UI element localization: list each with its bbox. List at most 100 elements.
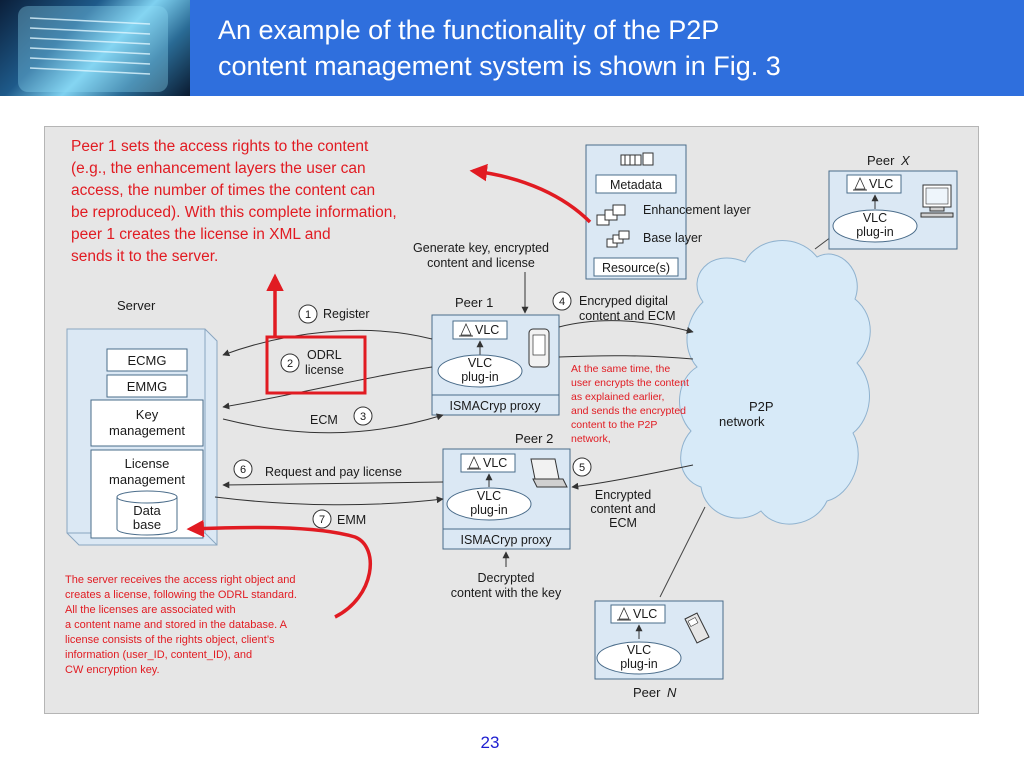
key-management-box bbox=[90, 399, 204, 447]
red-arrow-to-database bbox=[186, 519, 373, 619]
peer-x-suffix: X bbox=[900, 153, 911, 168]
resources-panel bbox=[585, 144, 687, 280]
note-server-line-5: license consists of the rights object, c… bbox=[65, 634, 275, 646]
step-6-label: Request and pay license bbox=[265, 465, 402, 479]
step-2-label-1: ODRL bbox=[307, 348, 342, 362]
step-1-label: Register bbox=[323, 307, 370, 321]
laptop-icon bbox=[530, 458, 568, 488]
diagram-figure: P2P network Server ECMG EMMG Key managem… bbox=[44, 126, 979, 714]
slide-title-line-1: An example of the functionality of the P… bbox=[218, 15, 720, 45]
peer-n-vlc-plugin-label-2: plug-in bbox=[620, 657, 658, 671]
arrow-encrypted-content bbox=[558, 320, 694, 334]
peer-1-vlc-plugin bbox=[437, 354, 523, 388]
peer-2-proxy-label: ISMACryp proxy bbox=[461, 533, 553, 547]
peer-x-vlc-plugin bbox=[832, 209, 918, 243]
database-icon bbox=[116, 490, 178, 536]
note-peer1-line-1: Peer 1 sets the access rights to the con… bbox=[71, 138, 369, 155]
note-peer1-line-3: access, the number of times the content … bbox=[71, 182, 375, 199]
step-7-label: EMM bbox=[337, 513, 366, 527]
vlc-cone-icon bbox=[467, 456, 481, 470]
peer-n-vlc-label: VLC bbox=[633, 607, 657, 621]
arrow-request-license bbox=[222, 481, 444, 489]
pda-icon bbox=[528, 328, 550, 368]
peer-2-vlc-plugin bbox=[446, 487, 532, 521]
peer-1-proxy-box bbox=[431, 394, 560, 416]
note-peer1-line-2: (e.g., the enhancement layers the user c… bbox=[71, 160, 366, 177]
peer-x-label: Peer bbox=[867, 153, 895, 168]
note-server-line-2: creates a license, following the ODRL st… bbox=[65, 589, 297, 601]
step-5-number: 5 bbox=[579, 462, 585, 474]
note-same-time-line-2: user encrypts the content bbox=[571, 377, 689, 389]
red-annotations: Peer 1 sets the access rights to the con… bbox=[65, 138, 689, 676]
ecmg-label: ECMG bbox=[128, 353, 167, 368]
peer-n-label: Peer bbox=[633, 685, 661, 700]
red-arrow-to-peer1-note bbox=[469, 163, 592, 224]
emmg-label: EMMG bbox=[127, 379, 167, 394]
peer-2-proxy-box bbox=[442, 528, 571, 550]
note-same-time-line-6: network, bbox=[571, 433, 611, 445]
peer-x-vlc-plugin-label-2: plug-in bbox=[856, 225, 894, 239]
note-same-time-line-4: and sends the encrypted bbox=[571, 405, 686, 417]
note-same-time-line-1: At the same time, the bbox=[571, 363, 670, 375]
note-peer1-line-4: be reproduced). With this complete infor… bbox=[71, 204, 397, 221]
vlc-cone-icon bbox=[459, 323, 473, 337]
server-label: Server bbox=[117, 298, 156, 313]
enhancement-layer-label: Enhancement layer bbox=[643, 203, 751, 217]
step-5-label-1: Encrypted bbox=[595, 488, 651, 502]
peer-x-vlc-label: VLC bbox=[869, 177, 893, 191]
p2p-network-cloud: P2P network bbox=[679, 240, 871, 525]
header-monitor-photo-icon bbox=[0, 0, 190, 96]
key-management-label-1: Key bbox=[136, 407, 159, 422]
arrow-register bbox=[222, 329, 433, 357]
step-4-number: 4 bbox=[559, 296, 565, 308]
decrypted-label-2: content with the key bbox=[451, 586, 562, 600]
note-peer1-line-6: sends it to the server. bbox=[71, 248, 218, 265]
emmg-box bbox=[106, 374, 188, 398]
license-management-label-1: License bbox=[125, 456, 170, 471]
base-layer-label: Base layer bbox=[643, 231, 702, 245]
enhancement-layer-icon bbox=[596, 204, 626, 226]
arrow-peer1-cloud-return bbox=[558, 355, 694, 360]
database-label-2: base bbox=[133, 517, 161, 532]
step-labels: 1 Register 2 ODRL license ECM 3 4 Encryp… bbox=[233, 291, 676, 600]
step-7-number: 7 bbox=[319, 514, 325, 526]
arrow-encrypted-to-peer2 bbox=[571, 464, 694, 490]
p2p-network-label-2: network bbox=[719, 414, 765, 429]
generate-key-label-1: Generate key, encrypted bbox=[413, 241, 549, 255]
odrl-highlight-box bbox=[265, 335, 367, 395]
step-4-label-2: content and ECM bbox=[579, 309, 676, 323]
arrow-odrl-license bbox=[222, 366, 433, 410]
note-server-line-1: The server receives the access right obj… bbox=[65, 574, 296, 586]
slide-title-line-2: content management system is shown in Fi… bbox=[218, 51, 781, 81]
peer-2-label: Peer 2 bbox=[515, 431, 553, 446]
peer-1-vlc-plugin-label-2: plug-in bbox=[461, 370, 499, 384]
step-3-label: ECM bbox=[310, 413, 338, 427]
peer-2-vlc-plugin-label-2: plug-in bbox=[470, 503, 508, 517]
step-2-number: 2 bbox=[287, 358, 293, 370]
arrow-emm bbox=[214, 496, 444, 506]
phone-icon bbox=[684, 612, 710, 644]
step-2-label-2: license bbox=[305, 363, 344, 377]
cloud-link-peer-n bbox=[659, 506, 706, 598]
step-5-label-2: content and bbox=[590, 502, 655, 516]
ecmg-box bbox=[106, 348, 188, 372]
step-4-label-1: Encryped digital bbox=[579, 294, 668, 308]
diagram-canvas: P2P network Server ECMG EMMG Key managem… bbox=[65, 138, 958, 700]
peer-1-vlc-label: VLC bbox=[475, 323, 499, 337]
metadata-label: Metadata bbox=[610, 178, 662, 192]
peer-1-proxy-label: ISMACryp proxy bbox=[450, 399, 542, 413]
p2p-network-label: P2P bbox=[749, 399, 774, 414]
resources-box bbox=[593, 257, 679, 277]
step-6-number: 6 bbox=[240, 464, 246, 476]
note-same-time-line-5: content to the P2P bbox=[571, 419, 657, 431]
flow-arrows bbox=[214, 320, 694, 567]
peer-1-label: Peer 1 bbox=[455, 295, 493, 310]
resources-label: Resource(s) bbox=[602, 261, 670, 275]
page-number: 23 bbox=[480, 733, 500, 752]
note-server-line-6: information (user_ID, content_ID), and bbox=[65, 649, 252, 661]
vlc-cone-icon bbox=[617, 607, 631, 621]
content-resources-block: Metadata Enhancement layer Base layer Re… bbox=[585, 144, 751, 280]
note-server-line-4: a content name and stored in the databas… bbox=[65, 619, 288, 631]
peer-1-block: Peer 1 VLC VLC plug-in ISMACryp proxy bbox=[431, 295, 560, 416]
note-same-time-line-3: as explained earlier, bbox=[571, 391, 664, 403]
